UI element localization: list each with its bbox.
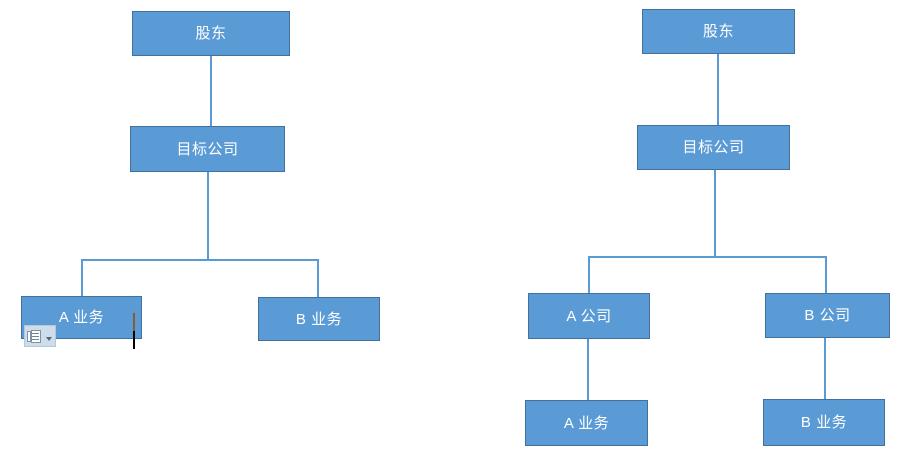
connector-bus-to-biz-b-left — [317, 259, 319, 298]
connector-company-a-to-business-a — [587, 339, 589, 400]
node-label: B 公司 — [804, 307, 851, 324]
node-company-a[interactable]: A 公司 — [528, 293, 650, 339]
node-label: B 业务 — [295, 310, 343, 328]
node-target-company-right[interactable]: 目标公司 — [637, 125, 790, 170]
connector-bus-to-biz-a-left — [81, 259, 83, 297]
node-label: 目标公司 — [682, 139, 745, 156]
connector-bus-right — [588, 256, 826, 258]
connector-target-to-bus-left — [207, 172, 209, 260]
node-business-b-left[interactable]: B 业务 — [258, 297, 380, 341]
node-label: A 公司 — [566, 307, 612, 325]
connector-shareholder-to-target-right — [717, 54, 719, 125]
node-label: A 业务 — [563, 414, 610, 432]
connector-target-to-bus-right — [714, 170, 716, 256]
node-business-b-right[interactable]: B 业务 — [763, 399, 885, 446]
node-company-b[interactable]: B 公司 — [765, 293, 890, 338]
text-insertion-caret — [133, 313, 135, 349]
node-label: 股东 — [195, 25, 227, 42]
connector-bus-left — [81, 259, 319, 261]
node-label: 股东 — [702, 23, 734, 40]
node-target-company-left[interactable]: 目标公司 — [130, 126, 285, 172]
chevron-down-icon[interactable] — [46, 337, 52, 341]
node-label: 目标公司 — [176, 140, 239, 158]
connector-shareholder-to-target-left — [210, 56, 212, 126]
node-shareholder-right[interactable]: 股东 — [642, 9, 795, 54]
node-label: B 业务 — [800, 414, 848, 431]
node-shareholder-left[interactable]: 股东 — [132, 11, 290, 56]
connector-company-b-to-business-b — [824, 338, 826, 399]
connector-bus-to-company-b — [825, 256, 827, 293]
connector-bus-to-company-a — [588, 256, 590, 293]
node-label: A 业务 — [58, 309, 105, 326]
paste-options-smart-tag[interactable] — [24, 325, 56, 347]
node-business-a-right[interactable]: A 业务 — [525, 400, 648, 446]
clipboard-icon — [27, 329, 42, 344]
